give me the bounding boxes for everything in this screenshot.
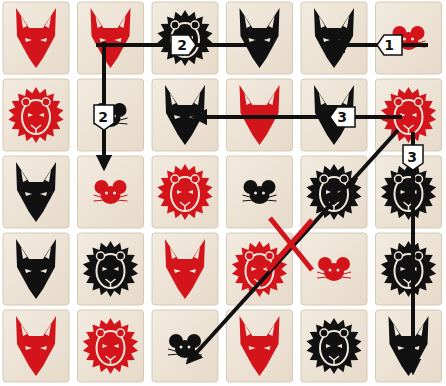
- animal-tile: [78, 233, 144, 305]
- fox-icon: [16, 162, 56, 222]
- animal-tile: [376, 233, 442, 305]
- tile-face: [3, 310, 69, 382]
- tile-face: [3, 2, 69, 74]
- step-number: 3: [337, 110, 347, 124]
- tile-face: [152, 233, 218, 305]
- tile-face: [376, 233, 442, 305]
- animal-tile: [78, 310, 144, 382]
- mouse-icon: [94, 180, 128, 204]
- tile-face: [78, 156, 144, 228]
- tile-face: [227, 233, 293, 305]
- tile-face: [78, 233, 144, 305]
- tile-face: [301, 156, 367, 228]
- tile-face: [78, 310, 144, 382]
- animal-tile: [152, 156, 218, 228]
- animal-tile: [376, 2, 442, 74]
- lion-icon: [157, 164, 212, 220]
- animal-tile: [3, 2, 69, 74]
- animal-tile: [301, 310, 367, 382]
- tile-face: [78, 79, 144, 151]
- lion-icon: [8, 87, 63, 143]
- tile-face: [152, 156, 218, 228]
- tile-face: [152, 2, 218, 74]
- animal-tile: [78, 156, 144, 228]
- step-number: 2: [177, 38, 187, 52]
- step-number: 3: [407, 150, 417, 164]
- fox-icon: [389, 316, 429, 376]
- animal-tile: [78, 79, 144, 151]
- tile-face: [3, 233, 69, 305]
- step-number: 1: [384, 38, 394, 52]
- fox-icon: [16, 239, 56, 299]
- badge-shape: [330, 107, 355, 127]
- animal-tile: [301, 2, 367, 74]
- step-number: 2: [98, 110, 108, 124]
- move-arrow: [194, 115, 402, 119]
- fox-icon: [16, 316, 56, 376]
- lion-icon: [83, 318, 138, 374]
- lion-icon: [306, 164, 361, 220]
- lion-icon: [306, 318, 361, 374]
- mouse-icon: [317, 257, 351, 281]
- badge-shape: [403, 145, 423, 170]
- lion-icon: [232, 241, 287, 297]
- animal-tile: [152, 233, 218, 305]
- fox-icon: [91, 8, 131, 68]
- tile-face: [227, 310, 293, 382]
- fox-icon: [240, 316, 280, 376]
- animal-tile: [227, 310, 293, 382]
- fox-icon: [314, 8, 354, 68]
- lion-icon: [381, 241, 436, 297]
- lion-icon: [157, 10, 212, 66]
- tile-face: [152, 310, 218, 382]
- animal-tile: [3, 233, 69, 305]
- animal-tile: [78, 2, 144, 74]
- mouse-icon: [243, 180, 277, 204]
- badge-shape: [377, 35, 402, 55]
- tile-face: [3, 79, 69, 151]
- badge-shape: [171, 35, 196, 55]
- animal-tile: [152, 310, 218, 382]
- animal-tile: [301, 156, 367, 228]
- animal-tile: [3, 156, 69, 228]
- badge-shape: [94, 105, 114, 130]
- lion-icon: [83, 241, 138, 297]
- tile-face: [3, 156, 69, 228]
- animal-tile: [3, 310, 69, 382]
- tile-face: [227, 156, 293, 228]
- tile-face: [376, 310, 442, 382]
- tile-face: [78, 2, 144, 74]
- animal-tile: [227, 2, 293, 74]
- lion-icon: [381, 164, 436, 220]
- forbidden-cross: [268, 220, 312, 270]
- tile-face: [301, 310, 367, 382]
- tile-face: [301, 2, 367, 74]
- fox-icon: [165, 239, 205, 299]
- animal-tile: [227, 233, 293, 305]
- tile-face: [376, 2, 442, 74]
- animal-tile: [227, 156, 293, 228]
- animal-tile: [3, 79, 69, 151]
- fox-icon: [16, 8, 56, 68]
- animal-tile: [152, 2, 218, 74]
- fox-icon: [240, 8, 280, 68]
- animal-tile: [376, 310, 442, 382]
- tile-face: [227, 2, 293, 74]
- move-arrow: [188, 130, 398, 362]
